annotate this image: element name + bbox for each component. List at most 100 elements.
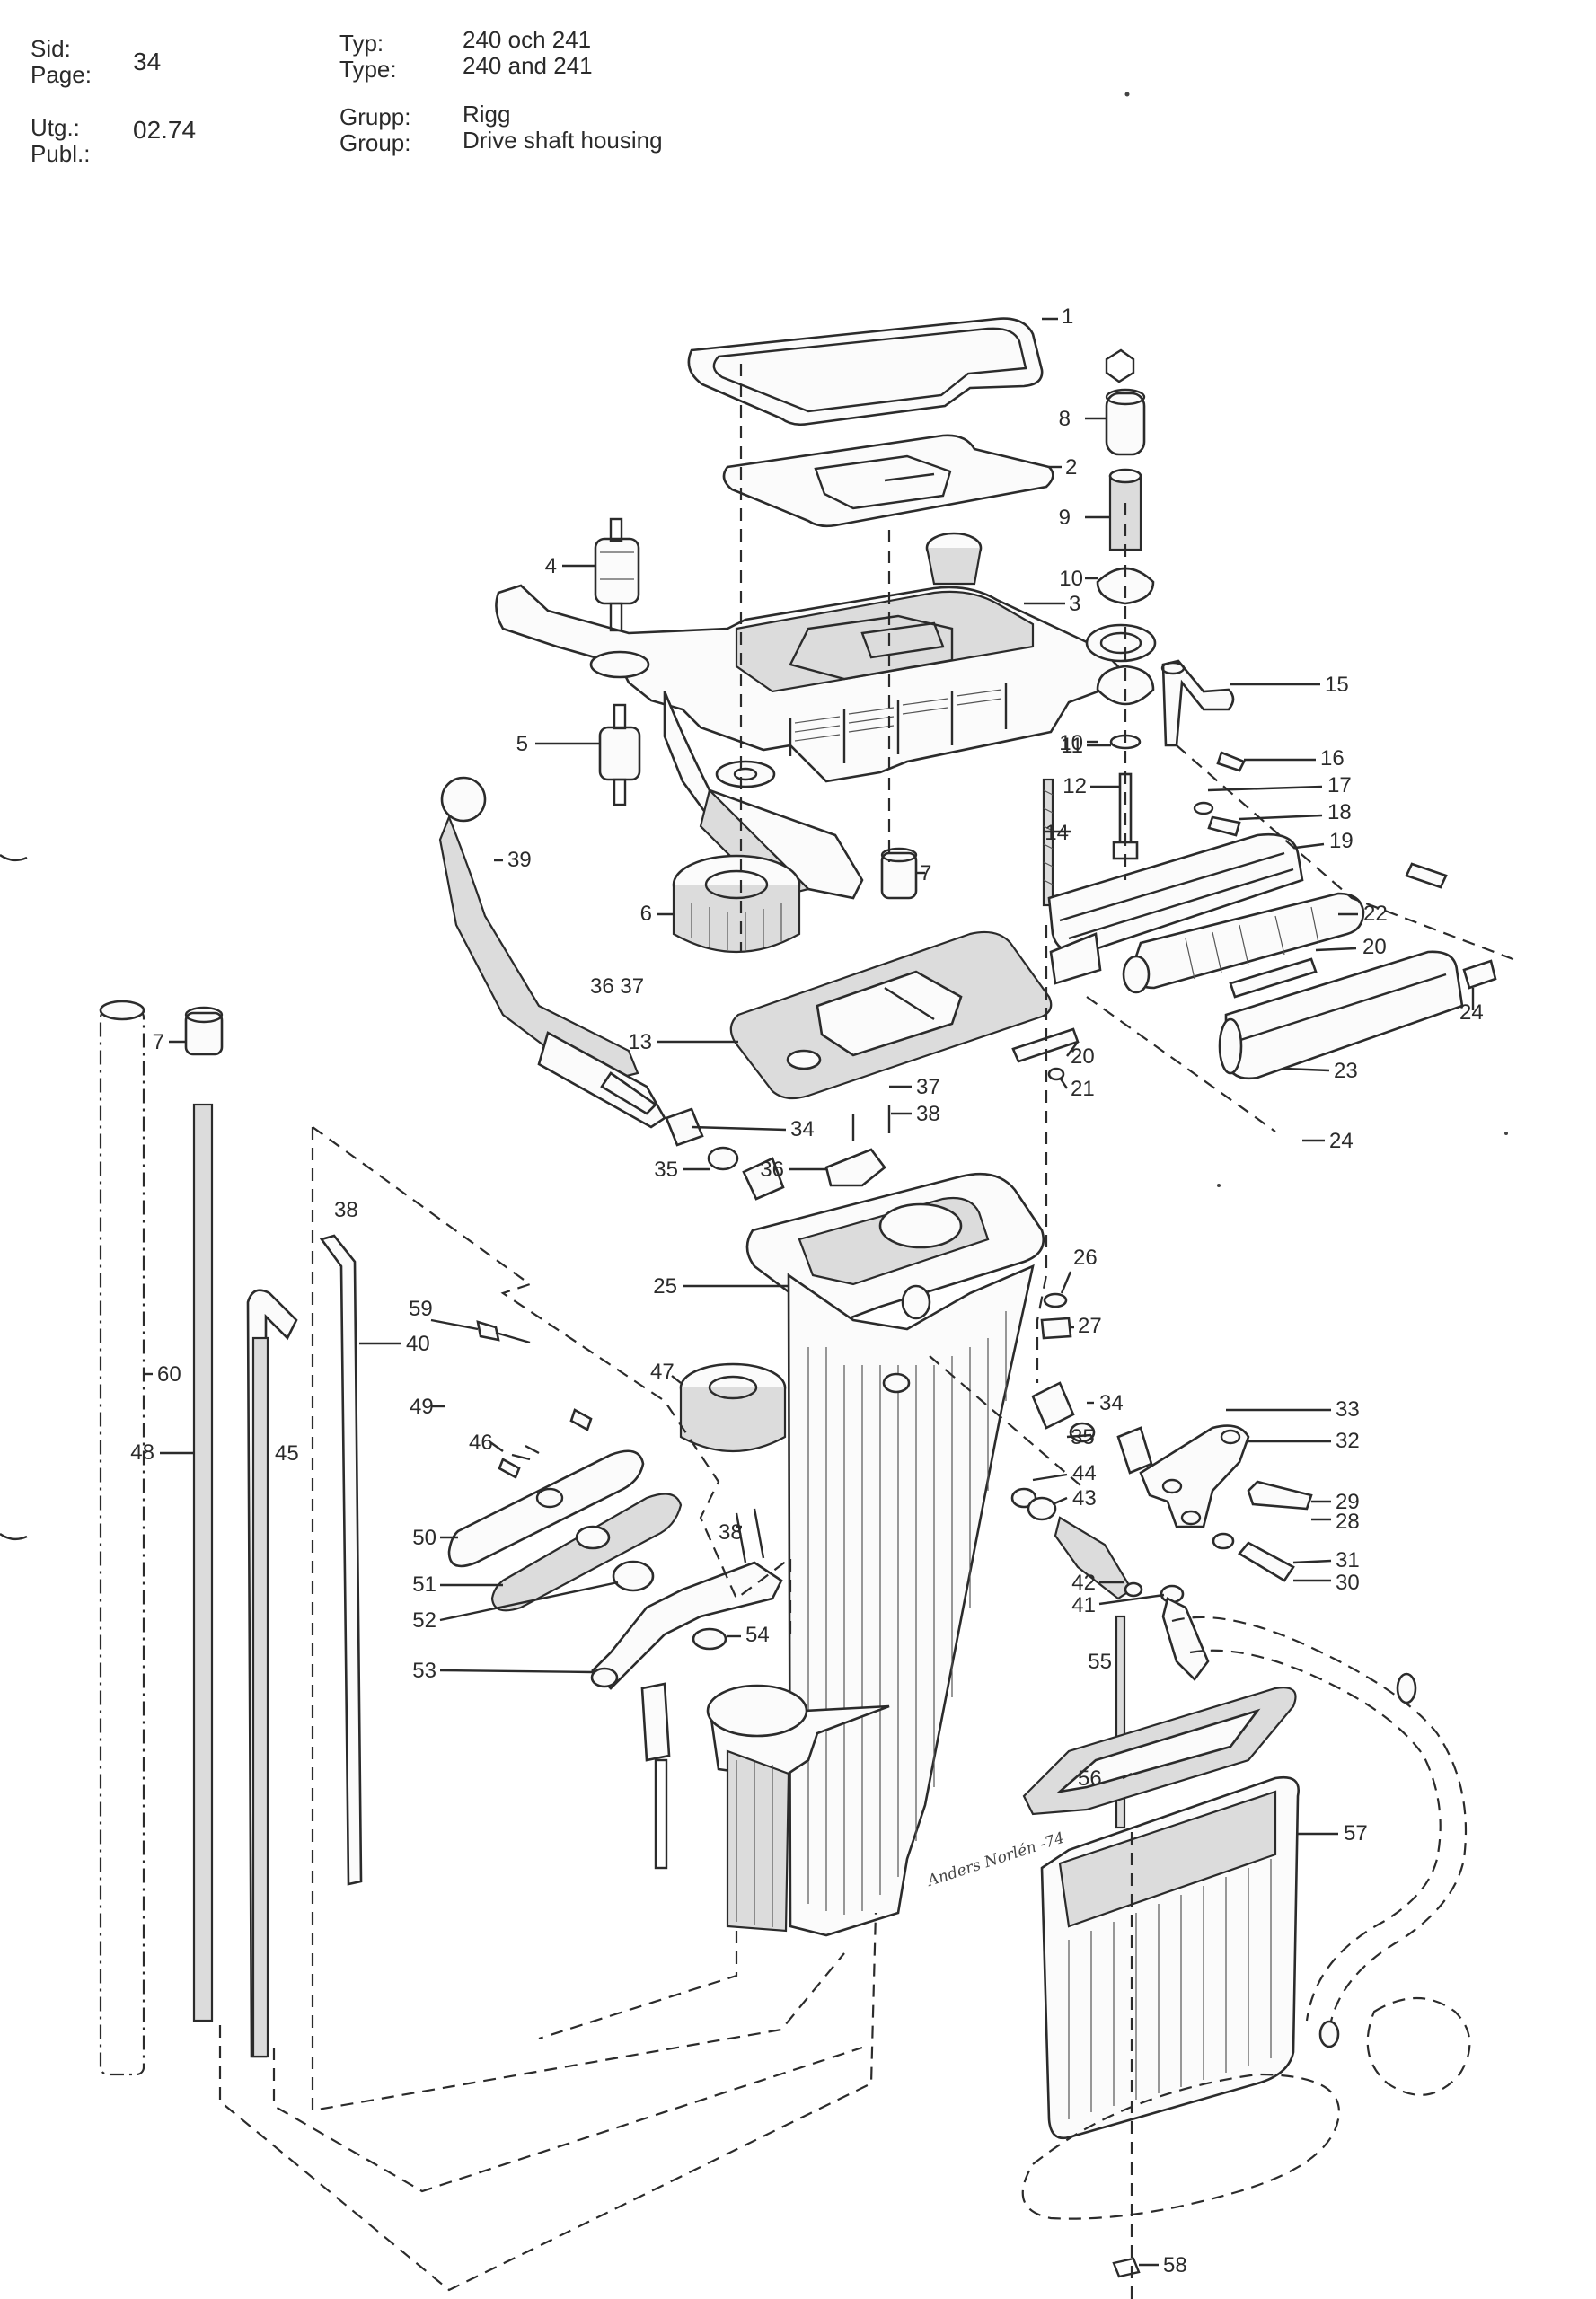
group-value-block: Rigg Drive shaft housing bbox=[463, 101, 663, 154]
group-value: Drive shaft housing bbox=[463, 127, 663, 154]
callout-label-46: 46 bbox=[469, 1431, 493, 1455]
callout-label-34: 34 bbox=[790, 1117, 815, 1141]
page-label: Page: bbox=[31, 61, 92, 88]
page-label-block: Sid: Page: bbox=[31, 36, 92, 88]
callout-label-50: 50 bbox=[412, 1526, 436, 1550]
callout-leader-47 bbox=[671, 1375, 682, 1384]
callout-leader-18 bbox=[1239, 814, 1323, 821]
part-4-5-rubber-mounts bbox=[594, 517, 641, 806]
callout-leader-31 bbox=[1292, 1559, 1332, 1564]
callout-label-45: 45 bbox=[275, 1441, 299, 1466]
callout-label-42: 42 bbox=[1071, 1571, 1096, 1595]
callout-leader-56 bbox=[1122, 1772, 1133, 1780]
callout-label-14: 14 bbox=[1045, 821, 1069, 845]
callout-label-15: 15 bbox=[1325, 673, 1349, 697]
part-56-gasket bbox=[1022, 1687, 1297, 1816]
callout-label-28: 28 bbox=[1336, 1510, 1360, 1534]
callout-label-23: 23 bbox=[1334, 1059, 1358, 1083]
callout-label-10: 10 bbox=[1059, 567, 1083, 591]
type-value-block: 240 och 241 240 and 241 bbox=[463, 27, 593, 79]
callout-leader-20 bbox=[1066, 1041, 1079, 1057]
callout-leader-19 bbox=[1294, 842, 1325, 850]
callout-leader-59 bbox=[430, 1318, 479, 1331]
part-13-gasket bbox=[729, 930, 1053, 1100]
callout-label-44: 44 bbox=[1072, 1461, 1097, 1485]
type-label-block: Typ: Type: bbox=[339, 31, 397, 83]
publ-date: 02.74 bbox=[133, 116, 197, 144]
part-47-rubber-ring bbox=[679, 1362, 787, 1453]
part-25-drive-shaft-housing bbox=[706, 1172, 1045, 1937]
typ-label: Typ: bbox=[339, 30, 384, 57]
callout-label-32: 32 bbox=[1336, 1429, 1360, 1453]
water-hose bbox=[1171, 1616, 1471, 2096]
callout-label-43: 43 bbox=[1072, 1486, 1097, 1511]
sid-label: Sid: bbox=[31, 35, 71, 62]
callout-label-17: 17 bbox=[1327, 773, 1352, 797]
callout-label-7: 7 bbox=[153, 1030, 164, 1054]
callout-label-35: 35 bbox=[1071, 1425, 1095, 1449]
callout-label-36-37: 36 37 bbox=[590, 974, 644, 999]
callout-label-60: 60 bbox=[157, 1362, 181, 1387]
page-number: 34 bbox=[133, 48, 162, 75]
callout-label-37: 37 bbox=[916, 1075, 940, 1099]
callout-label-4: 4 bbox=[545, 554, 557, 578]
callout-label-53: 53 bbox=[412, 1659, 436, 1683]
callout-label-33: 33 bbox=[1336, 1397, 1360, 1422]
callout-label-41: 41 bbox=[1071, 1593, 1096, 1617]
callout-label-48: 48 bbox=[130, 1440, 154, 1465]
part-2-gasket bbox=[722, 434, 1054, 528]
callout-label-3: 3 bbox=[1069, 592, 1080, 616]
part-14-rod bbox=[1042, 778, 1054, 907]
callout-label-27: 27 bbox=[1078, 1314, 1102, 1338]
callout-leader-34 bbox=[691, 1125, 787, 1132]
callout-label-56: 56 bbox=[1078, 1766, 1102, 1791]
callout-label-8: 8 bbox=[1059, 407, 1071, 431]
callout-label-35: 35 bbox=[654, 1158, 678, 1182]
parts-40-60-shafts bbox=[99, 1000, 363, 2076]
grupp-label: Grupp: bbox=[339, 103, 411, 130]
callout-leader-26 bbox=[1060, 1271, 1072, 1294]
callout-leader-46 bbox=[489, 1441, 504, 1452]
callout-label-22: 22 bbox=[1363, 902, 1388, 926]
callout-leader-35 bbox=[1066, 1433, 1092, 1439]
callout-label-39: 39 bbox=[507, 848, 532, 872]
callout-label-19: 19 bbox=[1329, 829, 1354, 853]
callout-label-38: 38 bbox=[334, 1198, 358, 1222]
callout-label-36: 36 bbox=[760, 1158, 784, 1182]
callout-leader-17 bbox=[1207, 785, 1323, 792]
grupp-value: Rigg bbox=[463, 101, 511, 128]
callout-label-12: 12 bbox=[1063, 774, 1087, 798]
part-39-tiller-handle bbox=[438, 776, 666, 1129]
callout-label-40: 40 bbox=[406, 1332, 430, 1356]
callout-label-5: 5 bbox=[516, 732, 528, 756]
callout-label-51: 51 bbox=[412, 1572, 436, 1597]
part-7-bushing bbox=[184, 847, 918, 1056]
callout-label-20: 20 bbox=[1362, 935, 1387, 959]
type-label: Type: bbox=[339, 56, 397, 83]
callout-label-13: 13 bbox=[628, 1030, 652, 1054]
callout-label-49: 49 bbox=[410, 1395, 434, 1419]
part-59-screw bbox=[476, 1320, 531, 1344]
parts-34-38-linkage bbox=[665, 1105, 891, 1201]
part-55-rod bbox=[1115, 1615, 1126, 1829]
group-label-block: Grupp: Group: bbox=[339, 104, 411, 156]
callout-label-7: 7 bbox=[920, 861, 931, 885]
callout-label-52: 52 bbox=[412, 1608, 436, 1633]
assembly-dashed-outline bbox=[218, 364, 1519, 2299]
publ-label: Publ.: bbox=[31, 140, 91, 167]
callout-leader-21 bbox=[1059, 1077, 1068, 1089]
callout-label-25: 25 bbox=[653, 1274, 677, 1299]
callout-label-16: 16 bbox=[1320, 746, 1345, 771]
parts-16-18-small-fittings bbox=[1193, 751, 1246, 837]
callout-label-47: 47 bbox=[650, 1360, 675, 1384]
callout-leader-44 bbox=[1032, 1473, 1068, 1482]
callout-label-34: 34 bbox=[1099, 1391, 1124, 1415]
callout-label-9: 9 bbox=[1059, 506, 1071, 530]
callout-label-24: 24 bbox=[1459, 1000, 1484, 1025]
callout-leader-23 bbox=[1283, 1067, 1330, 1072]
callout-label-6: 6 bbox=[640, 902, 652, 926]
callout-label-38: 38 bbox=[719, 1520, 743, 1545]
part-6-rubber-ring bbox=[672, 854, 801, 953]
